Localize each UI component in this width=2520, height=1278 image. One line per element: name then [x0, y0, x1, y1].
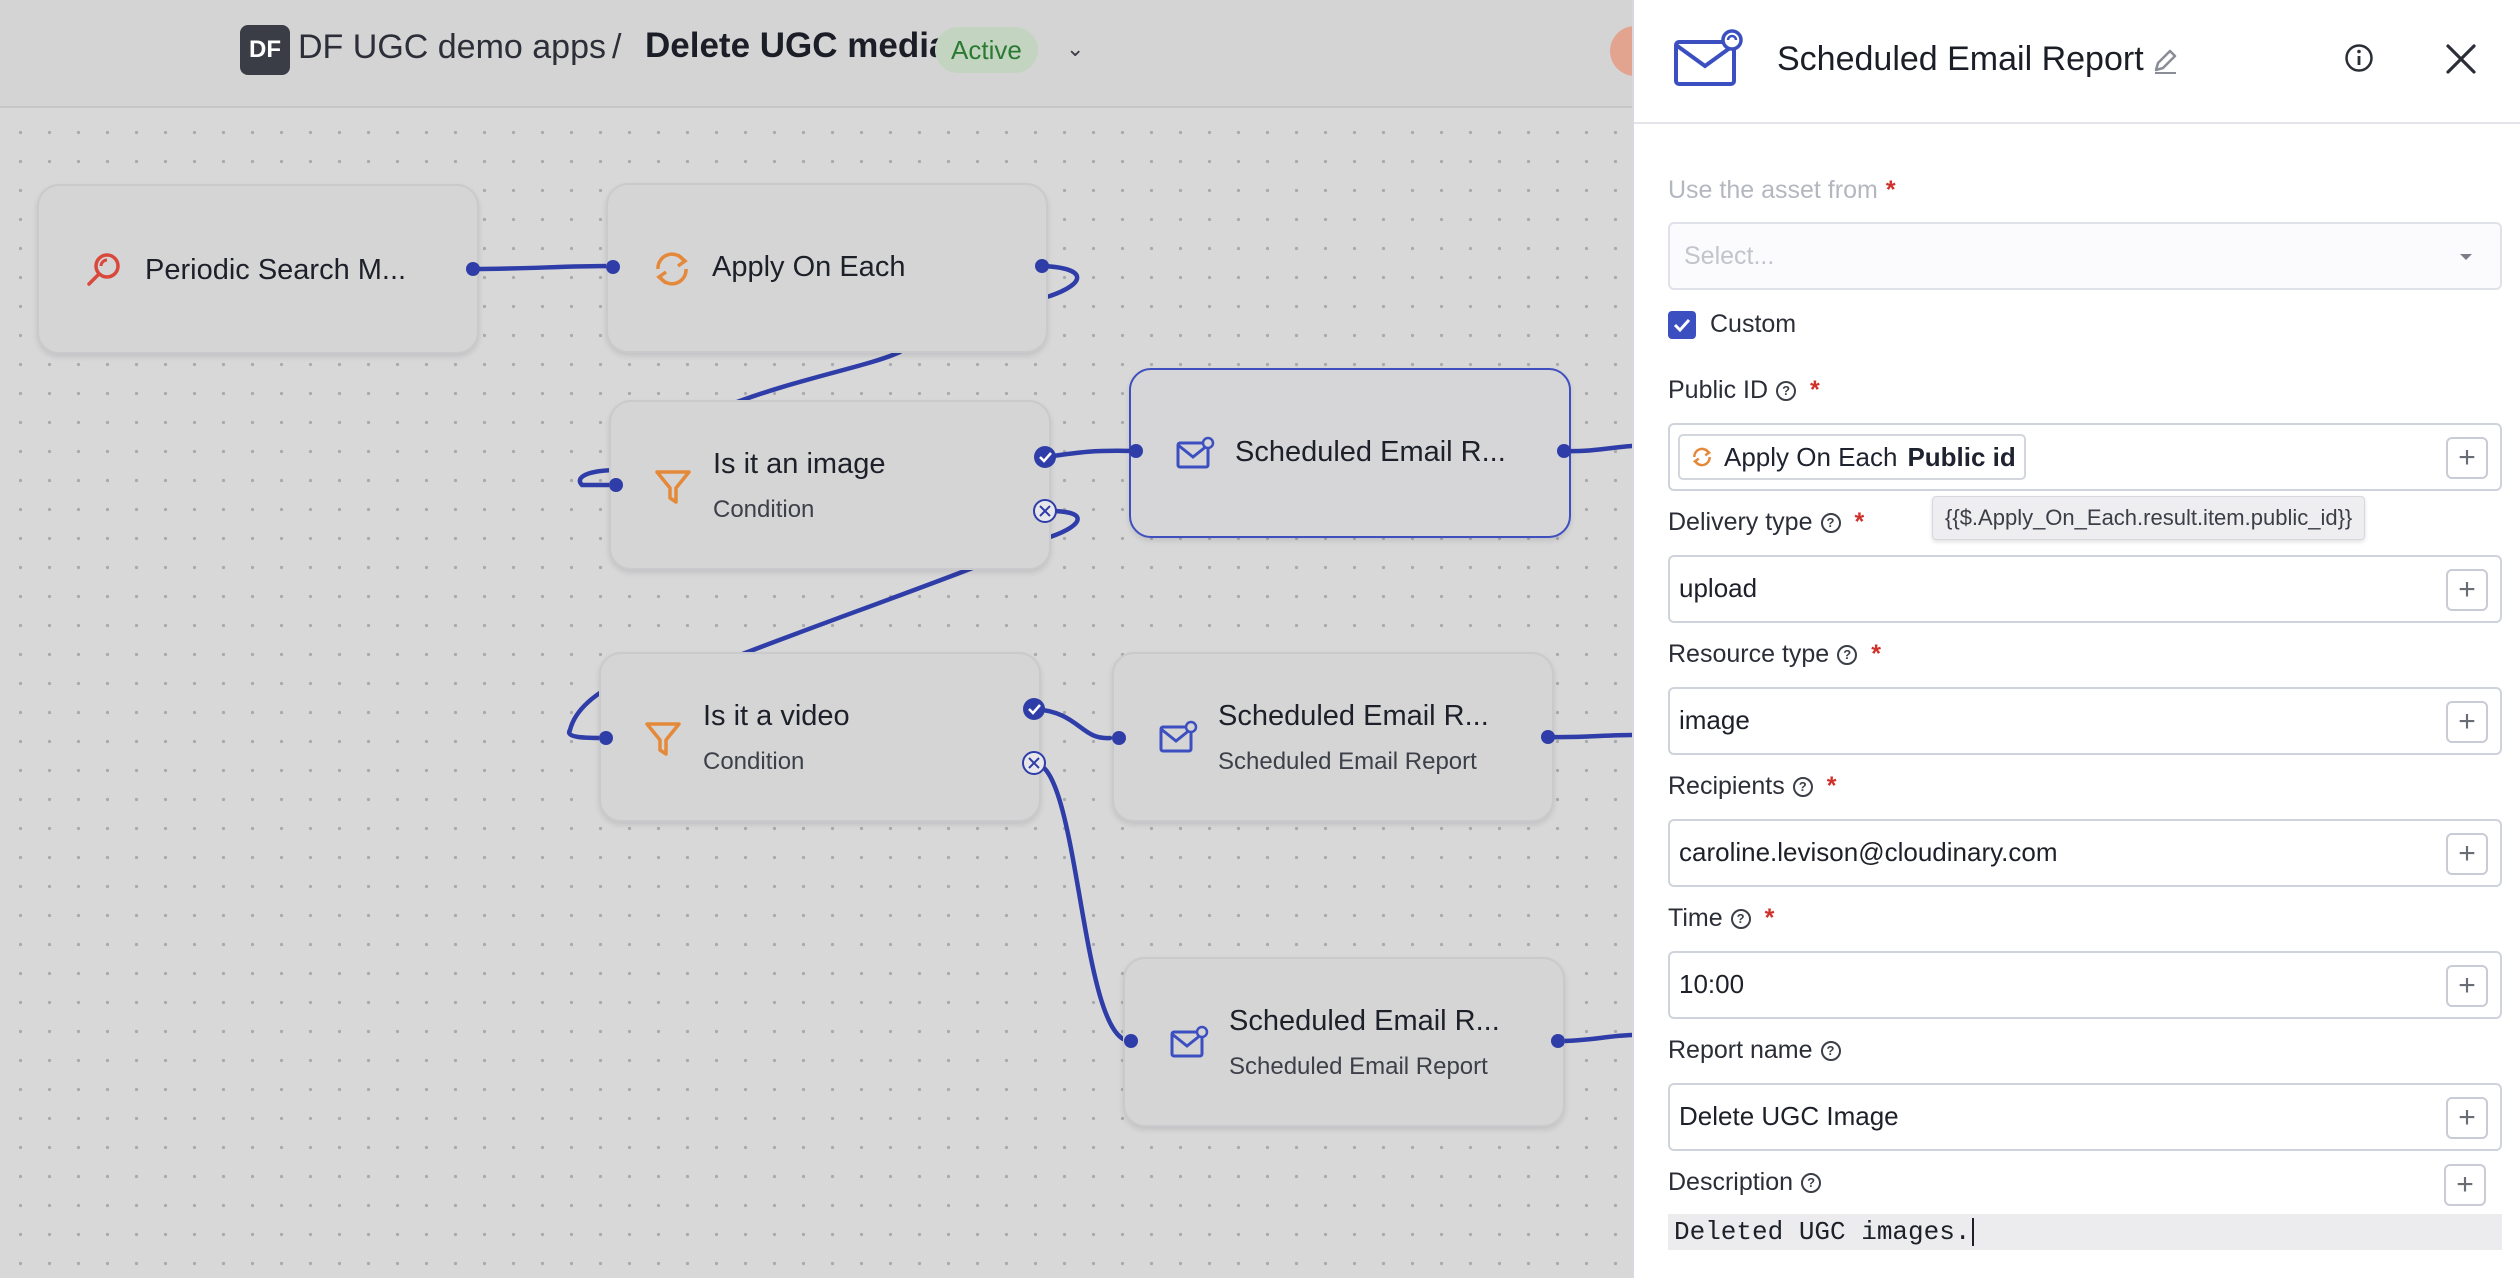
- node-apply-on-each[interactable]: Apply On Each: [606, 183, 1048, 353]
- edit-icon[interactable]: [2150, 46, 2180, 76]
- help-icon[interactable]: ?: [1820, 512, 1841, 533]
- node-subtitle: Condition: [703, 748, 805, 775]
- variable-tooltip: {{$.Apply_On_Each.result.item.public_id}…: [1932, 496, 2366, 540]
- email-icon: [1176, 436, 1215, 469]
- description-value: Deleted UGC images.: [1674, 1217, 1971, 1247]
- loop-icon: [1692, 447, 1712, 467]
- text-caret: [1972, 1218, 1975, 1247]
- status-badge: Active: [935, 27, 1038, 73]
- help-icon[interactable]: ?: [1801, 1172, 1822, 1193]
- custom-checkbox[interactable]: [1668, 311, 1696, 339]
- asset-from-select[interactable]: Select...: [1668, 222, 2502, 290]
- add-variable-button[interactable]: +: [2446, 569, 2488, 611]
- report-name-field[interactable]: Delete UGC Image +: [1668, 1083, 2502, 1151]
- asset-from-label: Use the asset from*: [1668, 176, 1896, 204]
- description-label: Description ?: [1668, 1168, 1822, 1197]
- node-periodic-search[interactable]: Periodic Search M...: [37, 184, 479, 354]
- chevron-down-icon[interactable]: ⌄: [1066, 36, 1085, 61]
- flow-title[interactable]: Delete UGC media: [645, 26, 949, 65]
- email-icon: [1674, 29, 1743, 86]
- node-title: Scheduled Email R...: [1218, 700, 1489, 732]
- node-title: Is it an image: [713, 448, 886, 480]
- info-icon[interactable]: [2343, 42, 2375, 74]
- add-variable-button[interactable]: +: [2446, 833, 2488, 875]
- resource-type-field[interactable]: image +: [1668, 687, 2502, 755]
- resource-type-label: Resource type ? *: [1668, 640, 1881, 668]
- public-id-label: Public ID ? *: [1668, 376, 1820, 404]
- node-is-image[interactable]: Is it an image Condition: [609, 400, 1051, 570]
- email-icon: [1159, 720, 1198, 753]
- top-bar: DF DF UGC demo apps / Delete UGC media A…: [0, 0, 1660, 108]
- node-title: Apply On Each: [712, 251, 906, 283]
- recipients-value: caroline.levison@cloudinary.com: [1679, 837, 2058, 867]
- variable-chip[interactable]: Apply On Each Public id: [1678, 434, 2026, 480]
- chevron-down-icon: [2460, 254, 2472, 260]
- time-field[interactable]: 10:00 +: [1668, 951, 2502, 1019]
- resource-type-value: image: [1679, 705, 1750, 735]
- node-subtitle: Scheduled Email Report: [1218, 748, 1477, 775]
- node-title: Scheduled Email R...: [1229, 1005, 1500, 1037]
- node-title: Is it a video: [703, 700, 850, 732]
- description-editor[interactable]: Deleted UGC images.: [1668, 1214, 2502, 1250]
- search-icon: [87, 253, 120, 286]
- node-subtitle: Scheduled Email Report: [1229, 1053, 1488, 1080]
- delivery-type-field[interactable]: upload +: [1668, 555, 2502, 623]
- report-name-label: Report name ?: [1668, 1036, 1841, 1065]
- node-title: Periodic Search M...: [145, 254, 407, 286]
- email-icon: [1170, 1025, 1209, 1058]
- delivery-type-value: upload: [1679, 573, 1758, 603]
- node-subtitle: Condition: [713, 496, 815, 523]
- add-variable-button[interactable]: +: [2446, 701, 2488, 743]
- time-label: Time ? *: [1668, 904, 1775, 932]
- chip-field: Public id: [1907, 441, 2016, 472]
- properties-panel: Scheduled Email Report Use the asset fro…: [1632, 0, 2520, 1278]
- chip-source: Apply On Each: [1724, 441, 1898, 472]
- node-scheduled-email-1[interactable]: Scheduled Email R...: [1129, 368, 1571, 538]
- breadcrumb-app[interactable]: DF UGC demo apps: [298, 28, 606, 66]
- help-icon[interactable]: ?: [1776, 380, 1797, 401]
- help-icon[interactable]: ?: [1820, 1040, 1841, 1061]
- asset-from-placeholder: Select...: [1684, 242, 1775, 270]
- custom-label: Custom: [1710, 310, 1797, 338]
- app-badge[interactable]: DF: [240, 25, 290, 75]
- check-icon: [1673, 318, 1691, 333]
- node-scheduled-email-2[interactable]: Scheduled Email R... Scheduled Email Rep…: [1112, 652, 1554, 822]
- node-title: Scheduled Email R...: [1235, 436, 1506, 468]
- report-name-value: Delete UGC Image: [1679, 1101, 1899, 1131]
- add-variable-button[interactable]: +: [2446, 965, 2488, 1007]
- help-icon[interactable]: ?: [1792, 776, 1813, 797]
- node-is-video[interactable]: Is it a video Condition: [599, 652, 1041, 822]
- recipients-label: Recipients ? *: [1668, 772, 1837, 800]
- loop-icon: [656, 252, 688, 286]
- add-variable-button[interactable]: +: [2444, 1164, 2486, 1206]
- filter-icon: [645, 722, 681, 756]
- add-variable-button[interactable]: +: [2446, 437, 2488, 479]
- help-icon[interactable]: ?: [1730, 908, 1751, 929]
- panel-title: Scheduled Email Report: [1777, 40, 2144, 78]
- node-scheduled-email-3[interactable]: Scheduled Email R... Scheduled Email Rep…: [1123, 957, 1565, 1127]
- filter-icon: [655, 470, 691, 504]
- close-icon[interactable]: [2444, 42, 2478, 76]
- add-variable-button[interactable]: +: [2446, 1097, 2488, 1139]
- recipients-field[interactable]: caroline.levison@cloudinary.com +: [1668, 819, 2502, 887]
- help-icon[interactable]: ?: [1837, 644, 1858, 665]
- delivery-type-label: Delivery type ? *: [1668, 508, 1865, 536]
- public-id-field[interactable]: Apply On Each Public id +: [1668, 423, 2502, 491]
- time-value: 10:00: [1679, 969, 1745, 999]
- breadcrumb-separator: /: [612, 28, 622, 66]
- panel-header: Scheduled Email Report: [1634, 0, 2520, 124]
